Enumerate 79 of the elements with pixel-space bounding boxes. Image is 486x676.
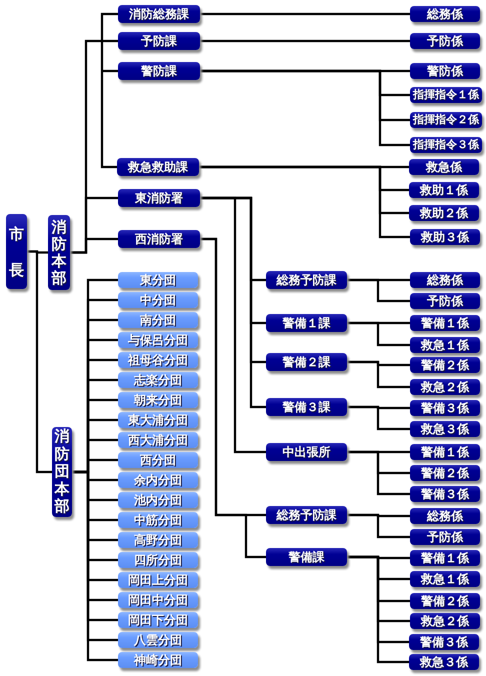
branch-box: 朝来分団 [118,392,198,408]
connector-line [27,250,52,474]
org-box: 総務予防課 [266,506,347,524]
branch-box: 八雲分団 [118,632,198,648]
branch-box: 西分団 [118,452,198,468]
org-box: 警備２係 [410,357,480,373]
org-box: 救急１係 [410,337,480,353]
branch-box: 岡田中分団 [118,592,198,608]
connector-line [347,322,410,346]
org-box: 東消防署 [118,189,200,207]
org-box: 予防係 [410,529,480,545]
org-box: 警備課 [266,548,347,566]
connector-line [68,12,120,254]
branch-box: 岡田上分団 [118,572,198,588]
org-box: 救急２係 [410,379,480,395]
org-box: 警備３課 [266,398,347,416]
org-box: 市長 [6,214,27,289]
org-box: 総務係 [410,508,480,524]
org-box: 警備３係 [410,486,480,502]
connector-line [347,514,410,538]
branch-box: 与保呂分団 [118,332,198,348]
org-box: 消防団本部 [52,427,72,517]
org-box: 警備３係 [409,634,479,650]
branch-box: 四所分団 [118,552,198,568]
org-box: 警備２係 [410,465,480,481]
org-box: 警備３係 [410,400,480,416]
org-box: 警防係 [410,63,480,79]
org-box: 中出張所 [266,443,347,461]
org-box: 救助３係 [410,229,480,245]
branch-box: 祖母谷分団 [118,352,198,368]
org-box: 予防係 [410,33,480,49]
org-box: 警備１係 [410,315,480,331]
org-box: 救助２係 [409,205,479,221]
org-box: 救急３係 [410,421,480,437]
connector-line [200,196,266,454]
org-box: 警備２係 [410,593,480,609]
org-box: 救急係 [409,159,479,175]
org-box: 予防課 [118,32,200,50]
connector-line [347,450,410,496]
branch-box: 岡田下分団 [118,612,198,628]
connector-line [199,166,410,238]
branch-box: 志楽分団 [118,372,198,388]
branch-box: 池内分団 [118,492,198,508]
connector-line [200,70,410,146]
branch-box: 中筋分団 [118,512,198,528]
connector-line [200,12,410,16]
org-box: 予防係 [410,293,480,309]
org-box: 総務予防課 [266,271,347,289]
org-box: 救助１係 [409,182,479,198]
branch-box: 高野分団 [118,532,198,548]
org-box: 警備１課 [266,314,347,332]
org-box: 指揮指令２係 [410,112,482,128]
org-box: 指揮指令３係 [410,137,482,153]
branch-box: 東分団 [118,272,198,288]
org-box: 総務係 [410,6,480,22]
branch-box: 東大浦分団 [118,412,198,428]
org-box: 警備１係 [410,444,480,460]
connector-line [200,40,410,42]
org-box: 救急救助課 [117,158,199,176]
org-box: 指揮指令１係 [410,87,482,103]
org-box: 警備１係 [410,550,480,566]
branch-box: 南分団 [118,312,198,328]
connector-line [347,406,410,430]
org-box: 総務係 [410,272,480,288]
org-box: 警防課 [118,62,200,80]
branch-box: 中分団 [118,292,198,308]
org-box: 消防総務課 [118,5,200,23]
org-box: 西消防署 [118,230,200,248]
org-box: 救急２係 [410,613,480,629]
org-box: 消防本部 [48,215,70,290]
connector-line [347,556,409,664]
org-box: 救急１係 [410,571,480,587]
connector-line [347,360,410,388]
branch-box: 余内分団 [118,472,198,488]
branch-box: 神崎分団 [118,652,198,668]
branch-box: 西大浦分団 [118,432,198,448]
org-box: 救急３係 [409,654,479,670]
org-box: 警備２課 [266,353,347,371]
connector-line [347,278,410,302]
